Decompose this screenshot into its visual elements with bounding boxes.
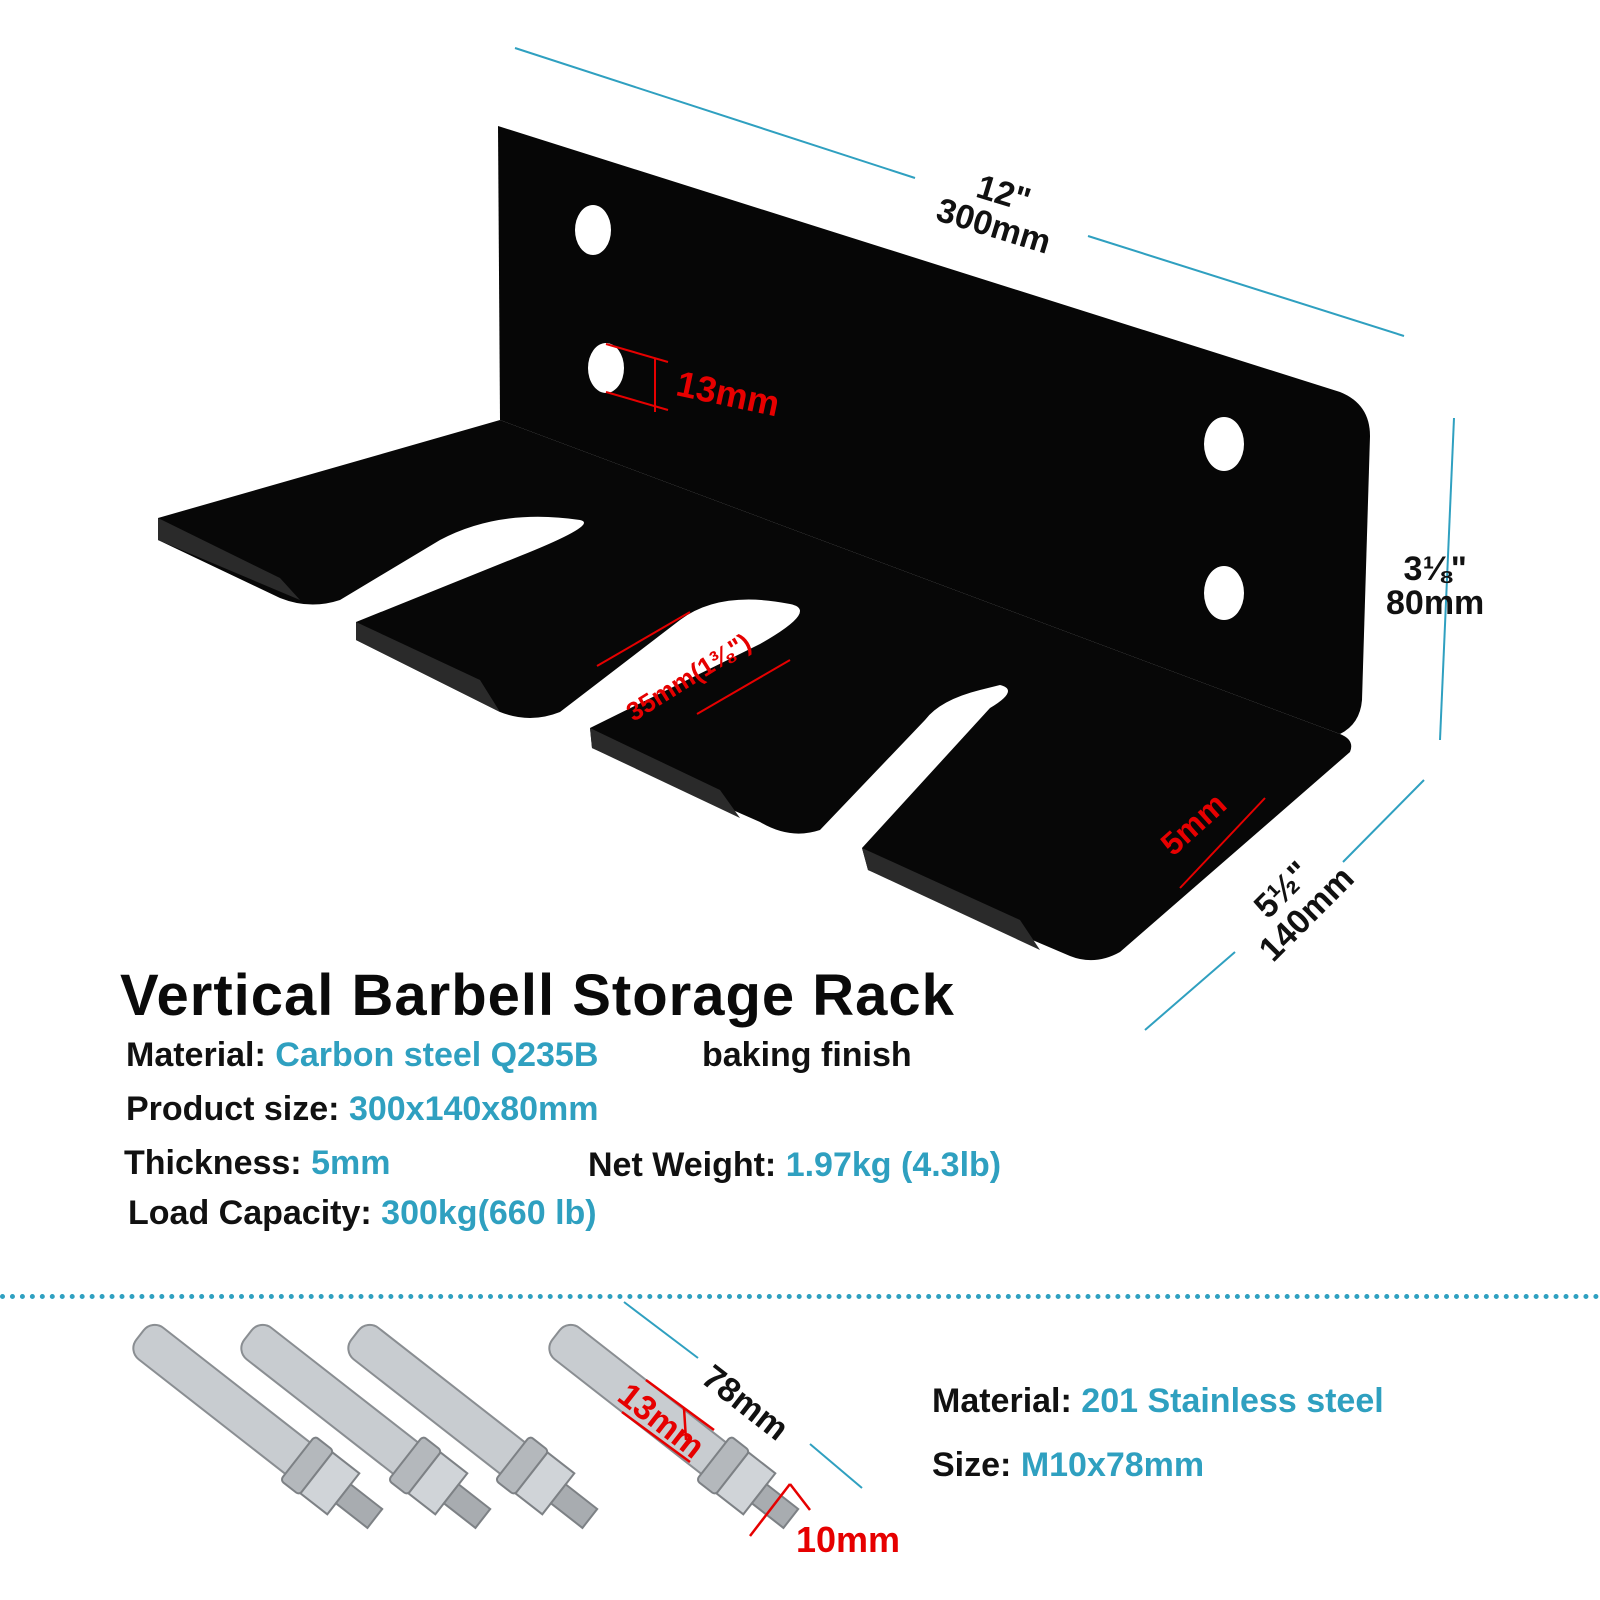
bolt-size-label: Size: [932, 1446, 1012, 1484]
finish-spec: baking finish [702, 1038, 912, 1072]
rack-base-with-forks [158, 420, 1352, 961]
mount-hole-1 [575, 205, 611, 255]
section-divider [0, 1294, 1600, 1299]
depth-dimension-line-top [1342, 779, 1425, 863]
thickness-value: 5mm [311, 1144, 391, 1182]
material-spec: Material: Carbon steel Q235B [126, 1038, 598, 1072]
bolt-material-spec: Material: 201 Stainless steel [932, 1384, 1384, 1418]
height-mm-label: 80mm [1386, 584, 1485, 622]
weight-value: 1.97kg (4.3lb) [785, 1146, 1002, 1184]
load-value: 300kg(660 lb) [381, 1194, 597, 1232]
material-label: Material: [126, 1036, 266, 1074]
height-in-label: 3⅛" [1403, 550, 1467, 588]
depth-dimension-line-bottom [1144, 951, 1236, 1031]
fork-edge-4 [862, 848, 1040, 950]
load-spec: Load Capacity: 300kg(660 lb) [128, 1196, 597, 1230]
bolt-1 [132, 1323, 384, 1530]
mount-hole-4 [1204, 566, 1244, 620]
load-label: Load Capacity: [128, 1194, 372, 1232]
bolt-2 [240, 1323, 492, 1530]
material-value: Carbon steel Q235B [275, 1036, 599, 1074]
bolt-thread-label: 10mm [796, 1519, 901, 1560]
length-dimension-line-left [514, 47, 916, 179]
bolt-length-line-bottom [809, 1443, 863, 1489]
fork-edge-3 [590, 728, 740, 818]
size-label: Product size: [126, 1090, 340, 1128]
height-label: 3⅛" 80mm [1386, 552, 1484, 620]
bolt-material-label: Material: [932, 1382, 1072, 1420]
red-dimension-marks [596, 343, 1266, 889]
weight-spec: Net Weight: 1.97kg (4.3lb) [588, 1148, 1001, 1182]
finish-value: baking finish [702, 1036, 912, 1074]
bolt-red-marks [621, 1378, 811, 1537]
bolt-size-value: M10x78mm [1020, 1446, 1205, 1484]
rack [158, 126, 1370, 961]
size-spec: Product size: 300x140x80mm [126, 1092, 599, 1126]
mount-hole-3 [1204, 417, 1244, 471]
fork-edge-2 [356, 622, 500, 712]
bolt-length-line-top [623, 1301, 699, 1359]
weight-label: Net Weight: [588, 1146, 777, 1184]
thickness-spec: Thickness: 5mm [124, 1146, 390, 1180]
length-dimension-line-right [1087, 235, 1405, 337]
bolt-3 [347, 1323, 599, 1530]
dimension-lines [514, 47, 1455, 1489]
size-value: 300x140x80mm [348, 1090, 599, 1128]
bolt-size-spec: Size: M10x78mm [932, 1448, 1204, 1482]
height-dimension-line [1439, 417, 1455, 741]
thickness-label: Thickness: [124, 1144, 302, 1182]
bolt-material-value: 201 Stainless steel [1081, 1382, 1384, 1420]
product-title: Vertical Barbell Storage Rack [120, 963, 955, 1028]
mount-hole-2 [588, 343, 624, 393]
anchor-bolts [132, 1323, 800, 1530]
bolt-4 [548, 1323, 800, 1530]
rack-back-plate [498, 126, 1370, 734]
fork-edge-1 [158, 518, 300, 600]
